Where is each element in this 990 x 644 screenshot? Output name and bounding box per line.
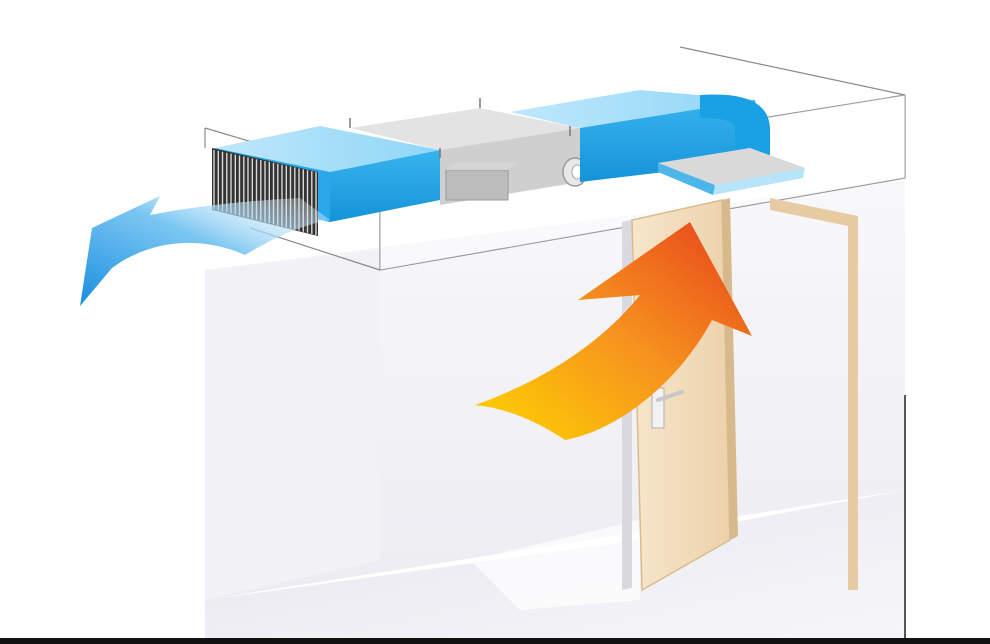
door-frame-right (770, 198, 858, 590)
floor-light-patch (470, 520, 640, 610)
warm-air-arrow (475, 222, 752, 440)
ceiling-unit (349, 98, 588, 205)
left-wall-shadow (205, 250, 380, 600)
unit-control-box (445, 169, 509, 201)
bottom-border (0, 638, 990, 644)
unit-top (350, 108, 580, 150)
return-duct-elbow (700, 94, 770, 165)
cold-air-arrow (80, 196, 330, 306)
supply-duct-front (330, 150, 440, 222)
return-grille (658, 148, 805, 195)
supply-duct-top (215, 126, 440, 172)
ceiling-slab (380, 95, 905, 270)
return-duct-top (510, 90, 755, 128)
